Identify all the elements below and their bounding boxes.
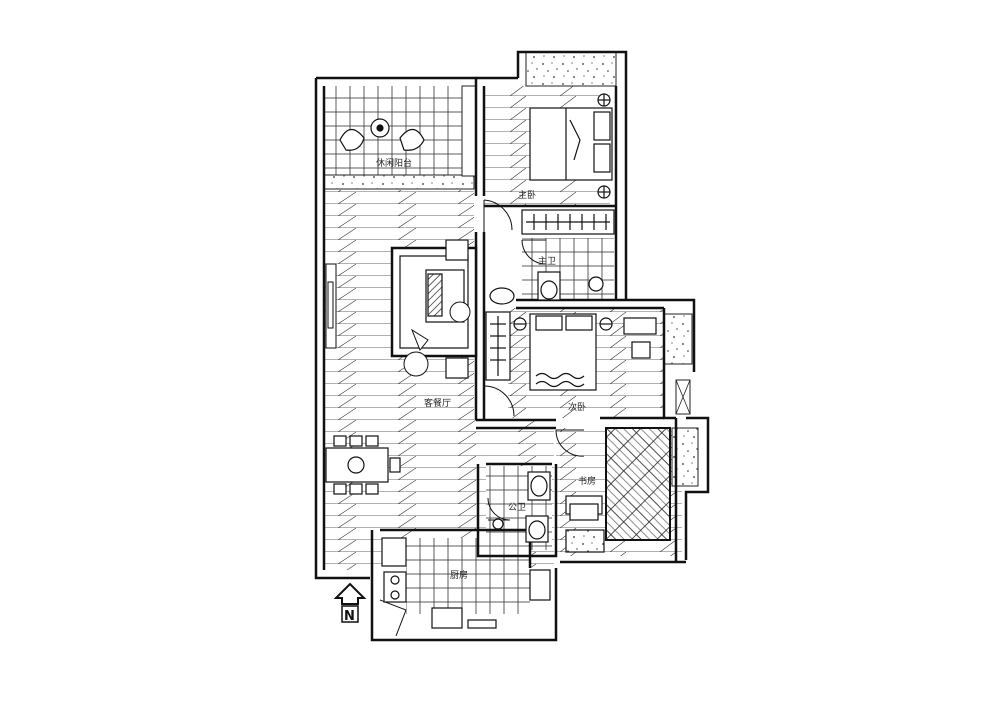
label-second-bedroom: 次卧 xyxy=(568,401,586,413)
dining-set xyxy=(325,435,401,495)
doors xyxy=(379,199,585,637)
label-master-bedroom: 主卧 xyxy=(518,189,536,201)
right-planter-top xyxy=(663,313,693,365)
master-bed xyxy=(529,93,613,199)
top-planter xyxy=(525,51,617,87)
north-label: N xyxy=(344,609,355,624)
people-figures xyxy=(403,301,471,377)
north-arrow-icon xyxy=(333,582,367,623)
public-bath-fixtures xyxy=(492,471,551,543)
second-bed xyxy=(513,313,657,391)
study-desk xyxy=(565,495,605,553)
master-bath-fixtures xyxy=(489,271,604,305)
balcony-planter xyxy=(323,174,475,190)
master-bath-floor xyxy=(522,238,614,300)
label-balcony: 休闲阳台 xyxy=(376,157,412,169)
balcony-railing xyxy=(461,85,477,177)
label-study: 书房 xyxy=(578,475,596,487)
kitchen-floor xyxy=(406,538,530,614)
second-wardrobe xyxy=(485,311,511,381)
balcony-chairs xyxy=(339,118,425,151)
label-living-dining: 客餐厅 xyxy=(424,397,451,409)
kitchen-fixtures xyxy=(381,537,551,629)
label-kitchen: 厨房 xyxy=(450,569,468,581)
master-wardrobe xyxy=(521,209,615,235)
study-platform xyxy=(605,427,671,541)
label-public-bath: 公卫 xyxy=(508,502,526,513)
tv xyxy=(327,281,334,329)
label-master-bath: 主卫 xyxy=(538,255,556,267)
